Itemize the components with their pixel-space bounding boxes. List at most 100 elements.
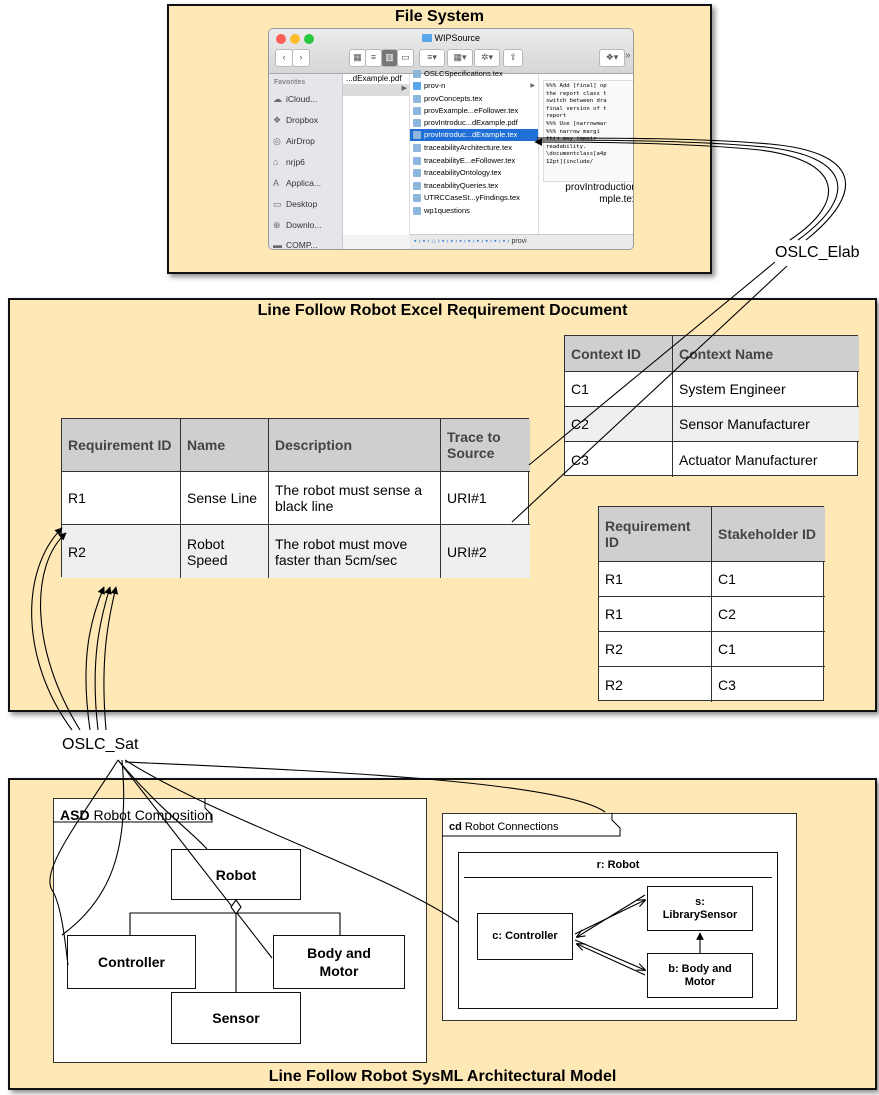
tex-file-icon <box>413 169 421 177</box>
gallery-view-button[interactable]: ▭ <box>397 49 414 67</box>
file-item[interactable]: traceabilityArchitecture.tex <box>410 142 538 154</box>
file-item[interactable]: provExample...eFollower.tex <box>410 105 538 117</box>
table-cell: R2 <box>62 525 181 578</box>
table-cell: C1 <box>565 372 673 407</box>
forward-button[interactable]: › <box>292 49 310 67</box>
tex-file-icon <box>413 107 421 115</box>
sysml-title: Line Follow Robot SysML Architectural Mo… <box>268 1068 617 1085</box>
tex-file-icon <box>413 95 421 103</box>
asd-keyword: ASD <box>60 807 90 823</box>
robot-part-divider <box>464 877 772 878</box>
body-motor-block[interactable]: Body and Motor <box>273 935 405 989</box>
folder-item[interactable]: prov-n▶ <box>410 80 538 92</box>
sensor-part[interactable]: s: LibrarySensor <box>647 886 753 931</box>
table-cell: System Engineer <box>673 372 859 407</box>
sidebar-item-desktop[interactable]: ▭Desktop <box>273 199 317 210</box>
table-cell: R1 <box>62 472 181 525</box>
window-title-text: WIPSource <box>434 33 481 43</box>
sidebar-item-label: iCloud... <box>286 94 318 104</box>
table-cell: URI#2 <box>441 525 530 578</box>
table-header: Context ID <box>565 336 673 372</box>
table-cell: Robot Speed <box>181 525 269 578</box>
selected-folder-row[interactable] <box>343 84 409 96</box>
cd-frame-tab: cd Robot Connections <box>443 814 564 837</box>
finder-sidebar: Favorites ☁iCloud... ❖Dropbox ◎AirDrop ⌂… <box>269 74 343 249</box>
sidebar-item-home[interactable]: ⌂nrjp6 <box>273 157 305 167</box>
file-item[interactable]: UTRCCaseSt...yFindings.tex <box>410 192 538 204</box>
table-cell: R1 <box>599 597 712 632</box>
action-gear-button[interactable]: ✲▾ <box>474 49 500 67</box>
context-table: Context ID Context Name C1 System Engine… <box>564 335 859 477</box>
sensor-block[interactable]: Sensor <box>171 992 301 1044</box>
file-name: traceabilityQueries.tex <box>424 181 499 190</box>
sidebar-item-comp[interactable]: ▬COMP... <box>273 240 318 250</box>
sidebar-item-downloads[interactable]: ⊕ Downlo... <box>273 220 321 231</box>
table-header: Name <box>181 419 269 472</box>
controller-block[interactable]: Controller <box>67 935 196 989</box>
stakeholder-table: Requirement ID Stakeholder ID R1 C1 R1 C… <box>598 506 825 702</box>
close-window-icon[interactable] <box>276 34 286 44</box>
group-button[interactable]: ▦▾ <box>447 49 473 67</box>
table-cell: R2 <box>599 667 712 702</box>
sidebar-item-label: Dropbox <box>286 115 319 125</box>
maximize-window-icon[interactable] <box>304 34 314 44</box>
tex-file-icon <box>413 144 421 152</box>
back-button[interactable]: ‹ <box>275 49 293 67</box>
folder-icon: ▬ <box>273 240 282 250</box>
robot-part-label: r: Robot <box>596 859 640 871</box>
tex-file-icon <box>413 70 421 78</box>
table-cell: C2 <box>565 407 673 442</box>
file-item[interactable]: traceabilityOntology.tex <box>410 167 538 179</box>
table-cell: C3 <box>565 442 673 477</box>
finder-titlebar: WIPSource ‹ › ▦ ≡ ▥ ▭ ≡▾ ▦▾ ✲▾ ⇪ ❖▾ » <box>269 29 633 74</box>
file-name: traceabilityArchitecture.tex <box>424 143 512 152</box>
arrange-button[interactable]: ≡▾ <box>419 49 445 67</box>
list-view-button[interactable]: ≡ <box>365 49 382 67</box>
controller-part[interactable]: c: Controller <box>477 913 573 960</box>
table-cell: Sensor Manufacturer <box>673 407 859 442</box>
robot-block[interactable]: Robot <box>171 849 301 900</box>
finder-column-1: ...dExample.pdf ▶ <box>343 74 410 235</box>
file-item[interactable]: ...dExample.pdf <box>346 74 402 83</box>
dropbox-menu-button[interactable]: ❖▾ <box>599 49 625 67</box>
file-item-selected[interactable]: provIntroduc...dExample.tex <box>410 129 538 141</box>
sidebar-item-icloud[interactable]: ☁ iCloud... <box>273 94 317 105</box>
file-item[interactable]: provIntroduc...dExample.pdf <box>410 117 538 129</box>
cd-keyword: cd <box>449 821 462 833</box>
share-button[interactable]: ⇪ <box>503 49 523 67</box>
dropbox-icon: ❖ <box>273 115 282 125</box>
path-bar[interactable]: ▪ › ▪ › ⌂ › ▪ › ▪ › ▪ › ▪ › ▪ › ▪ › ▪ › … <box>410 234 633 249</box>
sidebar-item-label: Applica... <box>286 178 321 188</box>
cloud-icon: ☁ <box>273 94 282 104</box>
file-item[interactable]: OSLCSpecifications.tex <box>410 68 538 80</box>
column-view-button[interactable]: ▥ <box>381 49 398 67</box>
file-item[interactable]: traceabilityQueries.tex <box>410 180 538 192</box>
icon-view-button[interactable]: ▦ <box>349 49 366 67</box>
file-item[interactable]: wp1questions <box>410 205 538 217</box>
sidebar-item-label: Downlo... <box>286 220 322 230</box>
tex-file-icon <box>413 131 421 139</box>
sidebar-item-label: AirDrop <box>286 136 315 146</box>
table-cell: The robot must sense a black line <box>269 472 441 525</box>
overflow-chevron-icon[interactable]: » <box>625 50 631 61</box>
file-item[interactable]: provConcepts.tex <box>410 93 538 105</box>
file-name: OSLCSpecifications.tex <box>424 69 503 78</box>
sensor-part-label: s: LibrarySensor <box>662 895 738 921</box>
body-motor-part[interactable]: b: Body and Motor <box>647 953 753 998</box>
table-cell: C3 <box>718 676 736 693</box>
sidebar-item-label: Desktop <box>286 199 318 209</box>
minimize-window-icon[interactable] <box>290 34 300 44</box>
file-preview-pane: %%% Add [final] op the report class t sw… <box>539 74 633 235</box>
preview-name-line-1: provIntroduction <box>565 182 634 193</box>
table-cell: C1 <box>712 632 825 667</box>
downloads-icon: ⊕ <box>273 220 281 230</box>
file-system-panel: File System WIPSource ‹ › ▦ ≡ ▥ ▭ ≡▾ ▦▾ … <box>167 4 712 274</box>
sidebar-item-dropbox[interactable]: ❖ Dropbox <box>273 115 318 126</box>
chevron-right-icon: ▶ <box>401 85 407 92</box>
table-header: Trace to Source <box>441 419 530 472</box>
file-item[interactable]: traceabilityE...eFollower.tex <box>410 155 538 167</box>
file-name: provIntroduc...dExample.tex <box>424 130 518 139</box>
sidebar-item-airdrop[interactable]: ◎AirDrop <box>273 136 315 147</box>
